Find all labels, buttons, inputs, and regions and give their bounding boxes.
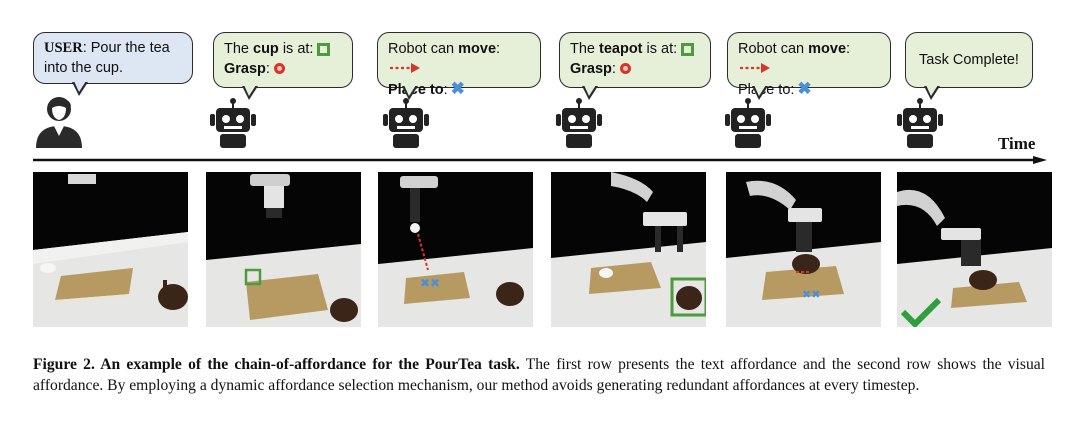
caption-body: The first row presents the text affordan…: [33, 356, 1045, 394]
green-check-icon: [900, 297, 942, 327]
robot-icon: [556, 98, 602, 148]
scene-photo-4: [551, 172, 706, 327]
scene-photo-6: [897, 172, 1052, 327]
robot-icon: [897, 98, 943, 148]
green-box-icon: [317, 43, 331, 56]
user-instruction: : Pour the tea into the cup.: [44, 40, 170, 76]
svg-text:✖✖: ✖✖: [802, 288, 820, 301]
robot-bubble-2: Robot can move: Place to:✖: [377, 32, 541, 100]
robot-bubble-4: Robot can move: Place to:✖: [727, 32, 891, 100]
step3-action: Grasp: [570, 61, 612, 77]
step3-suffix: is at:: [642, 41, 678, 57]
svg-text:✖✖: ✖✖: [420, 276, 440, 290]
robot-icon: [210, 98, 256, 148]
scene-photo-1: [33, 172, 188, 327]
step1-prefix: The: [224, 41, 254, 57]
step3-object: teapot: [599, 41, 643, 57]
step4-suffix: :: [846, 41, 851, 57]
step2-place-suffix: :: [443, 82, 448, 98]
step2-action: move: [458, 41, 497, 57]
blue-x-icon: ✖: [797, 79, 812, 98]
blue-x-icon: ✖: [450, 79, 465, 98]
timeline-label: Time: [998, 134, 1036, 153]
robot-icon: [383, 98, 429, 148]
green-box-icon: [681, 43, 695, 56]
step2-suffix: :: [496, 41, 501, 57]
red-arrow-icon: [390, 63, 420, 73]
scene-photo-2: [206, 172, 361, 327]
red-arrow-icon: [740, 63, 770, 73]
step1-action: Grasp: [224, 61, 266, 77]
timeline-arrow: [33, 156, 1047, 164]
robot-bubble-1: The cup is at: Grasp:: [213, 32, 353, 100]
step1-object: cup: [253, 41, 279, 57]
red-dot-icon: [619, 63, 631, 74]
robot-bubble-3: The teapot is at: Grasp:: [559, 32, 711, 100]
red-dot-icon: [273, 63, 285, 74]
caption-lead: Figure 2. An example of the chain-of-aff…: [33, 356, 520, 373]
step1-suffix: is at:: [278, 41, 314, 57]
step4-action: move: [808, 41, 847, 57]
step2-prefix: Robot can: [388, 41, 459, 57]
scene-photo-5: ✖✖: [726, 172, 881, 327]
figure-caption: Figure 2. An example of the chain-of-aff…: [33, 354, 1045, 396]
user-speech-bubble: USER: Pour the tea into the cup.: [33, 32, 193, 96]
scene-photo-3: ✖✖: [378, 172, 533, 327]
user-speaker-label: USER: [44, 40, 83, 56]
step4-prefix: Robot can: [738, 41, 809, 57]
step3-action-suffix: :: [611, 61, 616, 77]
step3-prefix: The: [570, 41, 600, 57]
step1-action-suffix: :: [265, 61, 270, 77]
robot-bubble-5: Task Complete!: [905, 32, 1033, 100]
robot-icon: [725, 98, 771, 148]
person-icon: [36, 97, 82, 148]
task-complete-text: Task Complete!: [919, 52, 1019, 68]
